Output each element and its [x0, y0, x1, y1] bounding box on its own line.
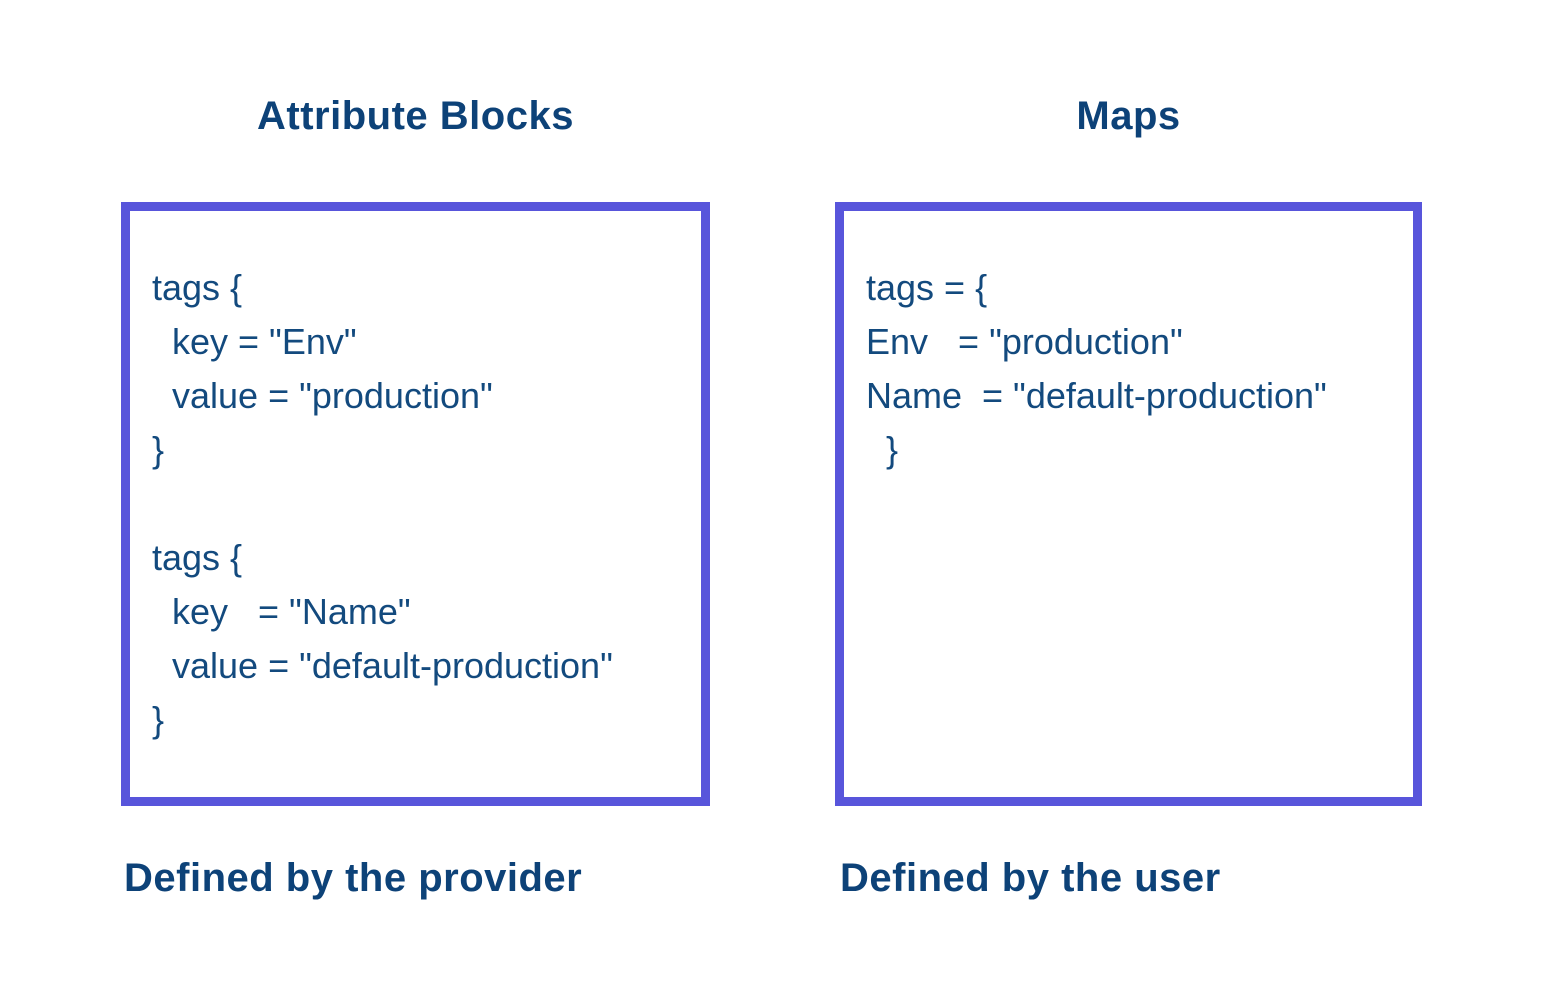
code-line: key = "Env" [152, 321, 357, 362]
code-line: tags { [152, 267, 243, 308]
attribute-blocks-box: tags { key = "Env" value = "production" … [121, 202, 710, 806]
code-line-blank [152, 477, 691, 531]
code-line: } [152, 429, 165, 470]
code-line: value = "default-production" [152, 645, 613, 686]
user-caption: Defined by the user [840, 856, 1221, 900]
code-line: } [152, 699, 165, 740]
code-line: Name = "default-production" [866, 375, 1327, 416]
code-line: value = "production" [152, 375, 493, 416]
attribute-blocks-title: Attribute Blocks [257, 94, 574, 138]
provider-caption: Defined by the provider [124, 856, 583, 900]
code-line: tags { [152, 537, 243, 578]
maps-title: Maps [1076, 94, 1181, 138]
maps-box: tags = { Env = "production" Name = "defa… [835, 202, 1422, 806]
code-line: key = "Name" [152, 591, 411, 632]
code-line: } [866, 429, 899, 470]
code-line: tags = { [866, 267, 988, 308]
code-line: Env = "production" [866, 321, 1183, 362]
